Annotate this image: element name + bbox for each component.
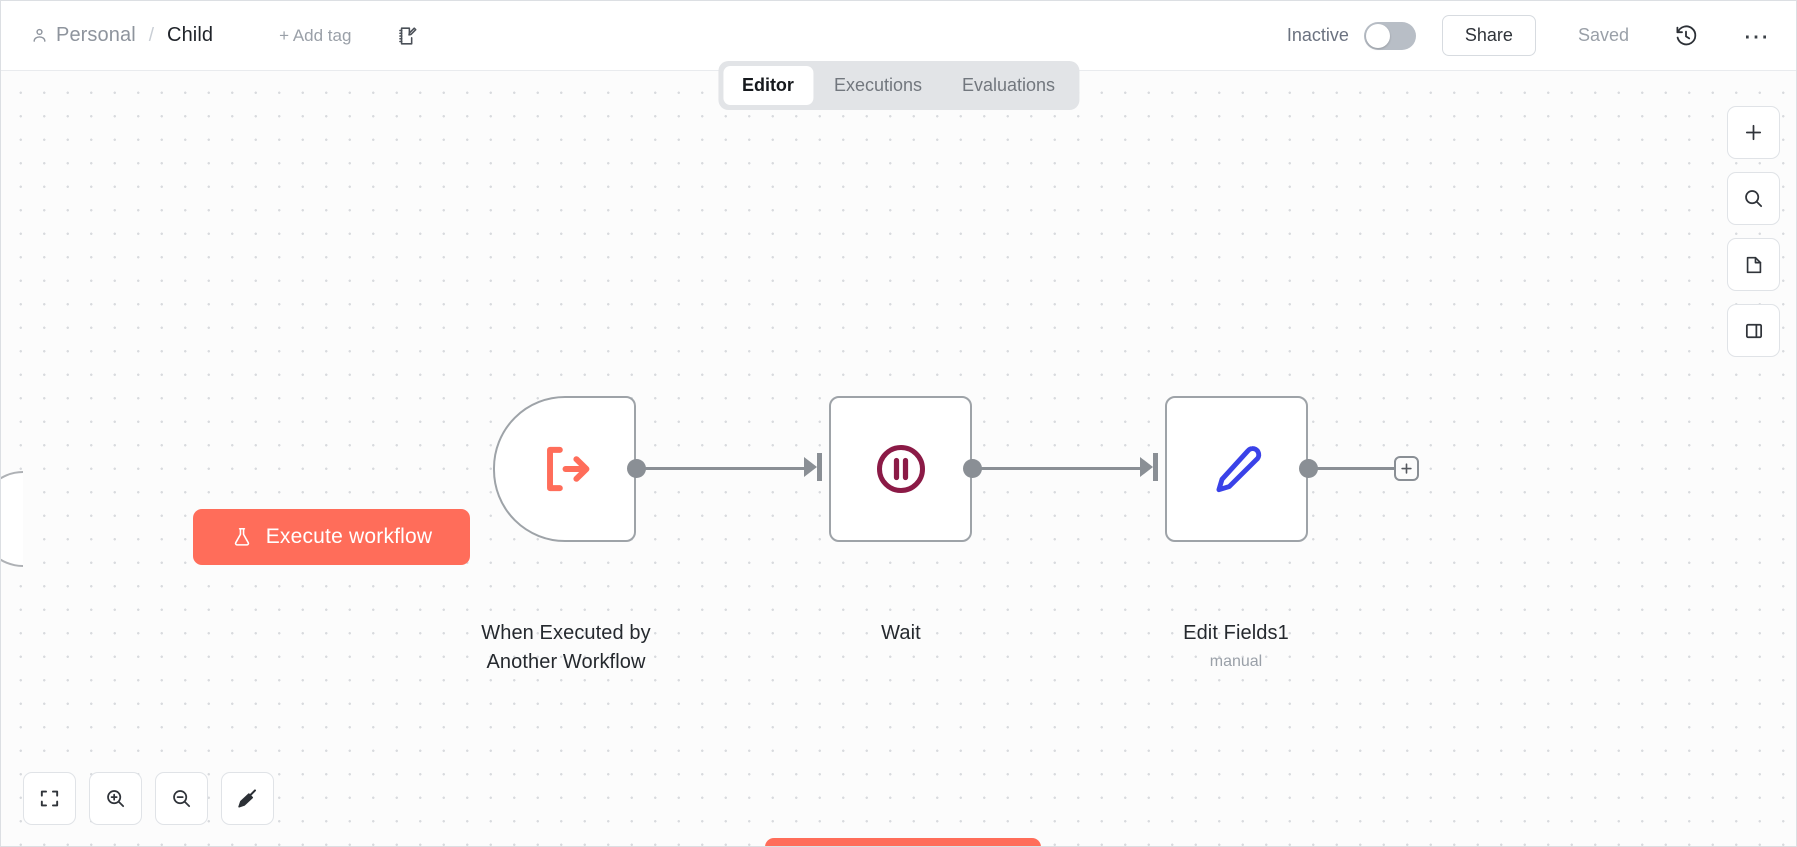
wait-input-arrow [804,457,817,477]
node-when-executed-by-another-workflow[interactable] [493,396,636,542]
execute-workflow-button[interactable]: Execute workflow [765,838,1041,846]
connection-edit-fields-to-add[interactable] [1313,467,1401,471]
node-wait[interactable] [829,396,972,542]
execute-workflow-trigger-icon [534,438,596,500]
edit-fields-output-dot[interactable] [1299,459,1318,478]
trigger-output-dot[interactable] [627,459,646,478]
app-header: Personal / Child + Add tag Inactive Shar… [1,1,1796,71]
zoom-in-button[interactable] [89,772,142,825]
activation-status-label: Inactive [1286,25,1349,45]
pen-icon [1206,438,1268,500]
tab-evaluations[interactable]: Evaluations [962,75,1056,95]
wait-input-bar [817,453,822,481]
toggle-side-panel-button[interactable] [1727,304,1780,357]
person-icon [31,27,48,44]
tidy-up-broom-icon [236,787,259,810]
add-next-node-button[interactable] [1394,456,1419,481]
canvas-right-toolbar [1727,106,1780,357]
editor-tab-bar: Editor Executions Evaluations [717,61,1080,110]
tidy-up-button[interactable] [221,772,274,825]
tab-executions[interactable]: Executions [833,75,922,95]
connection-trigger-to-wait[interactable] [641,467,812,471]
workflow-name[interactable]: Child [167,24,214,46]
zoom-in-icon [104,787,127,810]
header-left-group: Personal / Child + Add tag [1,23,421,49]
ellipsis-icon[interactable]: ⋯ [1743,20,1770,51]
connection-wait-to-edit-fields[interactable] [977,467,1148,471]
side-panel-icon [1743,320,1765,342]
share-button[interactable]: Share [1441,15,1536,56]
add-tag-button[interactable]: + Add tag [279,25,352,45]
breadcrumb-separator: / [148,24,155,46]
search-nodes-button[interactable] [1727,172,1780,225]
canvas-zoom-toolbar [23,772,274,825]
node-label-edit-fields1: Edit Fields1 [1183,622,1289,644]
add-node-button[interactable] [1727,106,1780,159]
note-edit-icon[interactable] [395,23,421,49]
node-label-trigger: When Executed by Another Workflow [481,622,651,673]
breadcrumb-project[interactable]: Personal [56,24,136,46]
workflow-canvas[interactable]: Execute workflow When Executed by Anothe… [1,71,1796,846]
offscreen-node-partial [1,471,23,567]
node-edit-fields1[interactable] [1165,396,1308,542]
toggle-knob [1365,23,1390,48]
tab-editor[interactable]: Editor [722,66,813,105]
node-execute-workflow-label: Execute workflow [265,525,433,548]
plus-icon [1742,121,1765,144]
node-execute-workflow-button[interactable]: Execute workflow [193,509,470,565]
sticky-note-icon [1743,254,1765,276]
workflow-activation-toggle[interactable] [1363,21,1416,50]
save-status-label: Saved [1577,25,1629,45]
zoom-to-fit-button[interactable] [23,772,76,825]
node-label-wait: Wait [881,622,921,644]
node-subtitle-edit-fields1: manual [1209,653,1263,670]
pause-circle-icon [871,439,931,499]
flask-icon [231,526,253,548]
edit-fields-input-arrow [1140,457,1153,477]
search-icon [1742,187,1765,210]
edit-fields-input-bar [1153,453,1158,481]
history-clock-icon[interactable] [1673,23,1699,49]
zoom-out-icon [170,787,193,810]
header-right-group: Inactive Share Saved ⋯ [1287,15,1796,56]
zoom-out-button[interactable] [155,772,208,825]
add-sticky-note-button[interactable] [1727,238,1780,291]
wait-output-dot[interactable] [963,459,982,478]
zoom-to-fit-icon [38,787,61,810]
